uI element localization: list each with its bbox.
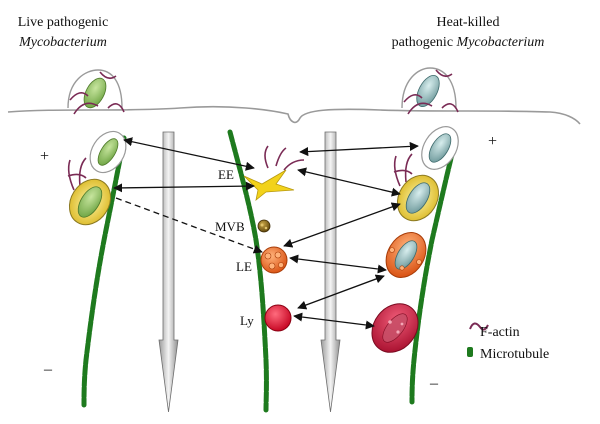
microtubule-legend-icon xyxy=(467,347,473,357)
legend-factin-label: F-actin xyxy=(480,325,520,340)
multivesicular-body xyxy=(257,219,271,233)
live-phagosome-early xyxy=(89,130,127,174)
arrow-ee-to-dead-early xyxy=(299,141,419,157)
late-endosome xyxy=(260,246,288,274)
arrow-live-early-to-ee xyxy=(123,137,255,171)
factin-legend-icon xyxy=(469,322,489,331)
arrow-ly-to-dead-lysosome xyxy=(293,312,375,330)
label-ee: EE xyxy=(218,167,234,182)
right-heading-line1: Heat-killed xyxy=(437,15,500,30)
arrow-ee-to-dead-coated xyxy=(297,167,401,197)
dead-entry-bacterium xyxy=(401,67,459,115)
plus-right: + xyxy=(488,133,497,150)
legend-microtubule-label: Microtubule xyxy=(480,347,549,362)
dead-phagolysosome xyxy=(371,303,419,353)
right-heading-line2: pathogenic Mycobacterium xyxy=(392,35,545,50)
arrow-dead-coated-to-mvb xyxy=(283,202,401,248)
arrow-dead-late-to-ly xyxy=(297,274,385,310)
label-mvb: MVB xyxy=(215,219,245,234)
minus-left: – xyxy=(43,361,53,378)
microtubule-left xyxy=(81,135,127,408)
plasma-membrane xyxy=(7,105,581,125)
minus-right: – xyxy=(429,375,439,392)
grey-arrow-left xyxy=(158,131,179,413)
live-phagosome-coated xyxy=(67,157,112,226)
label-ly: Ly xyxy=(240,313,254,328)
early-endosome xyxy=(243,145,305,201)
arrow-live-to-le-dashed xyxy=(115,197,263,254)
arrow-le-to-dead-late xyxy=(289,254,387,274)
arrow-live-coated-to-ee xyxy=(113,181,255,193)
legend: F-actin Microtubule xyxy=(467,322,549,362)
plus-left: + xyxy=(40,148,49,165)
left-heading-line1: Live pathogenic xyxy=(18,15,109,30)
live-entry-bacterium xyxy=(67,69,125,115)
left-heading-line2: Mycobacterium xyxy=(18,35,107,50)
dead-phagosome-early xyxy=(421,126,459,170)
right-heading-italic: Mycobacterium xyxy=(456,35,545,50)
label-le: LE xyxy=(236,259,252,274)
interaction-arrows xyxy=(113,137,419,330)
microtubule-right xyxy=(409,135,459,405)
lysosome xyxy=(264,304,292,332)
grey-arrow-right xyxy=(320,131,341,413)
right-heading-prefix: pathogenic xyxy=(392,35,457,50)
